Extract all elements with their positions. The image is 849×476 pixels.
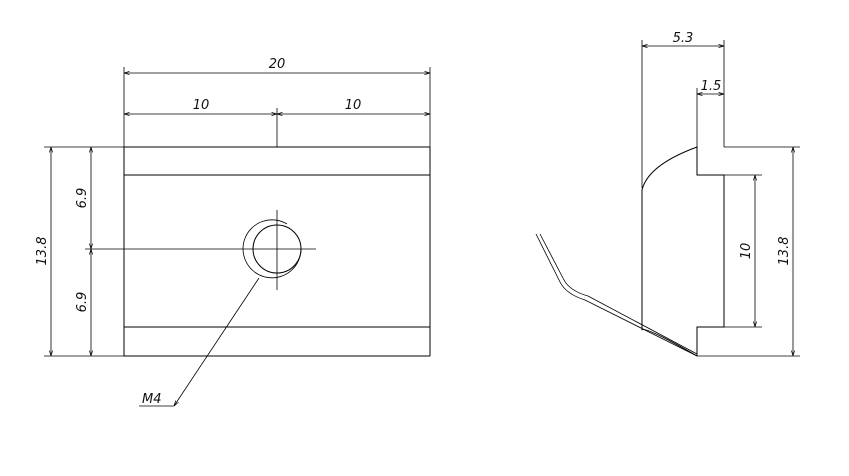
dimension-half-widths: 10 10: [124, 98, 430, 147]
dimension-text-10: 10: [739, 243, 754, 260]
dimension-half-heights: 6.9 6.9: [75, 147, 238, 356]
dimension-text-1-5: 1.5: [701, 79, 722, 94]
thread-callout-text: M4: [142, 392, 162, 407]
side-profile-bottom-curve: [641, 329, 698, 357]
spring-tab-outer: [535, 233, 698, 357]
thread-callout-leader: M4: [139, 277, 260, 407]
dimension-lip: 1.5: [696, 79, 724, 147]
dimension-text-20: 20: [269, 57, 286, 72]
dimension-text-upper-6-9: 6.9: [75, 188, 90, 209]
dimension-text-left-10: 10: [193, 98, 210, 113]
dimension-side-height: 13.8: [697, 146, 800, 357]
dimension-inner-height: 10: [724, 174, 762, 328]
threaded-hole: [238, 210, 316, 290]
dimension-text-side-13-8: 13.8: [777, 237, 792, 266]
thread-outer-arc: [242, 219, 302, 279]
front-view: 20 10 10 13.8 6.9 6.9 M: [35, 57, 431, 407]
dimension-text-5-3: 5.3: [673, 31, 694, 46]
side-view: 5.3 1.5 10 13.8: [535, 31, 800, 357]
side-profile-body: [641, 146, 725, 356]
dimension-depth: 5.3: [641, 31, 725, 188]
dimension-text-right-10: 10: [345, 98, 362, 113]
dimension-overall-width: 20: [123, 57, 431, 147]
dimension-text-lower-6-9: 6.9: [75, 292, 90, 313]
dimension-text-13-8: 13.8: [35, 237, 50, 266]
dimension-overall-height: 13.8: [35, 146, 124, 357]
spring-tab-inner: [539, 233, 698, 355]
